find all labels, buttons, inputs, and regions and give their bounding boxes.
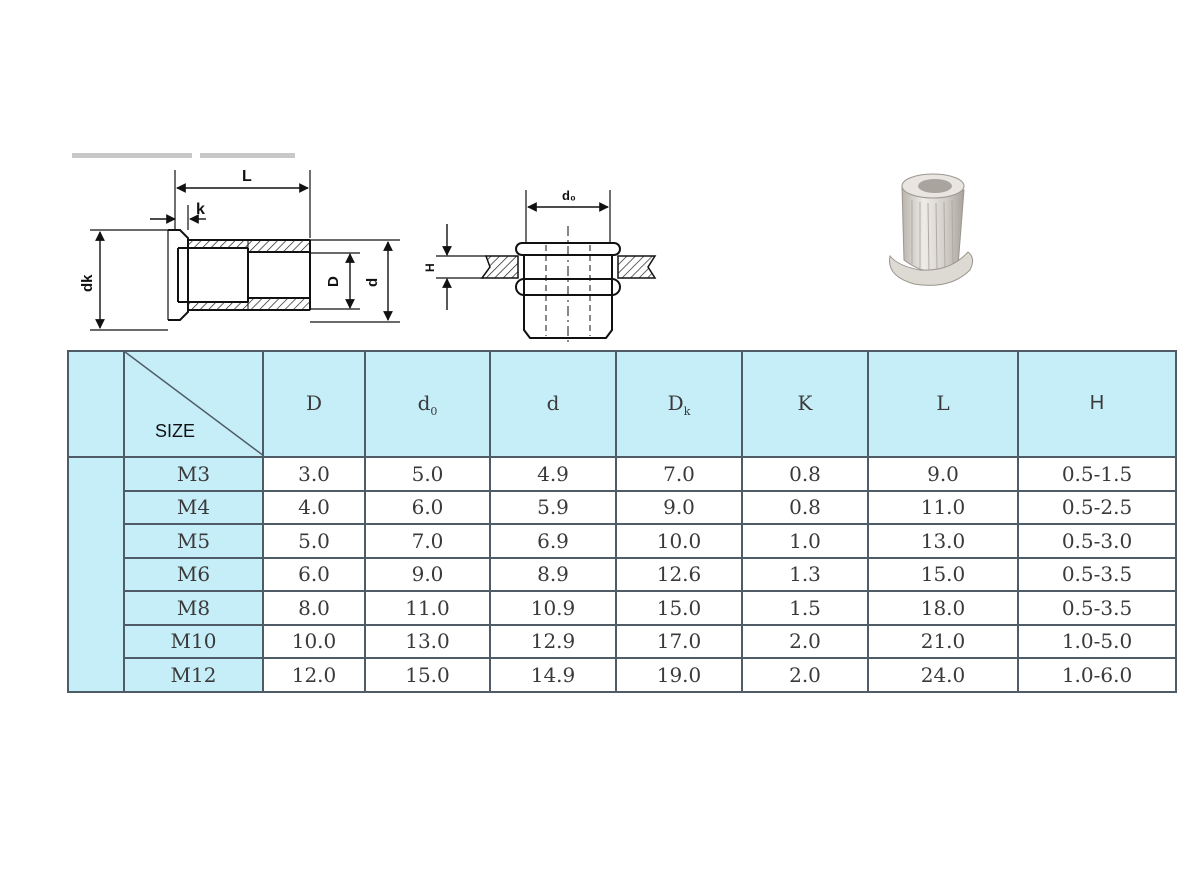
diagonal-line — [125, 352, 264, 456]
header-d: d — [489, 350, 617, 458]
value-cell: 0.8 — [741, 489, 869, 525]
technical-drawing: L k dk D d d₀ H — [72, 153, 974, 345]
value-cell: 0.8 — [741, 456, 869, 492]
value-cell: 6.9 — [489, 523, 617, 559]
value-cell: 1.0-6.0 — [1017, 657, 1177, 693]
value-cell: 11.0 — [364, 590, 491, 626]
value-cell: 1.0-5.0 — [1017, 623, 1177, 659]
size-label: SIZE — [155, 421, 196, 441]
size-cell: M10 — [123, 623, 264, 659]
header-L: L — [867, 350, 1019, 458]
value-cell: 17.0 — [615, 623, 743, 659]
size-cell: M3 — [123, 456, 264, 492]
value-cell: 15.0 — [867, 556, 1019, 592]
size-cell: M12 — [123, 657, 264, 693]
size-cell: M4 — [123, 489, 264, 525]
label-D: D — [325, 276, 342, 287]
value-cell: 0.5-3.5 — [1017, 556, 1177, 592]
size-cell: M6 — [123, 556, 264, 592]
value-cell: 0.5-1.5 — [1017, 456, 1177, 492]
header-d0: d0 — [364, 350, 491, 458]
value-cell: 1.5 — [741, 590, 869, 626]
value-cell: 9.0 — [364, 556, 491, 592]
value-cell: 1.3 — [741, 556, 869, 592]
value-cell: 12.9 — [489, 623, 617, 659]
label-k: k — [196, 201, 205, 218]
value-cell: 4.9 — [489, 456, 617, 492]
size-cell: M8 — [123, 590, 264, 626]
value-cell: 15.0 — [615, 590, 743, 626]
value-cell: 9.0 — [867, 456, 1019, 492]
header-Dk: Dk — [615, 350, 743, 458]
value-cell: 11.0 — [867, 489, 1019, 525]
size-corner-cell: SIZE — [123, 350, 264, 458]
value-cell: 12.6 — [615, 556, 743, 592]
label-d: d — [364, 278, 381, 287]
value-cell: 8.9 — [489, 556, 617, 592]
value-cell: 10.0 — [262, 623, 366, 659]
label-H: H — [423, 263, 437, 272]
value-cell: 18.0 — [867, 590, 1019, 626]
value-cell: 1.0 — [741, 523, 869, 559]
value-cell: 5.0 — [262, 523, 366, 559]
value-cell: 9.0 — [615, 489, 743, 525]
label-L: L — [242, 168, 252, 185]
value-cell: 8.0 — [262, 590, 366, 626]
rivet-nut-photo — [889, 173, 974, 286]
value-cell: 10.0 — [615, 523, 743, 559]
label-dk: dk — [79, 274, 96, 292]
blank-side-cell — [67, 456, 125, 693]
value-cell: 0.5-3.0 — [1017, 523, 1177, 559]
installed-view — [436, 190, 657, 345]
value-cell: 6.0 — [364, 489, 491, 525]
value-cell: 2.0 — [741, 623, 869, 659]
value-cell: 2.0 — [741, 657, 869, 693]
value-cell: 4.0 — [262, 489, 366, 525]
value-cell: 5.0 — [364, 456, 491, 492]
value-cell: 13.0 — [867, 523, 1019, 559]
header-K: K — [741, 350, 869, 458]
rivet-nut-section-view — [90, 170, 400, 331]
value-cell: 7.0 — [615, 456, 743, 492]
value-cell: 14.9 — [489, 657, 617, 693]
blank-header-cell — [67, 350, 125, 458]
value-cell: 12.0 — [262, 657, 366, 693]
value-cell: 3.0 — [262, 456, 366, 492]
value-cell: 6.0 — [262, 556, 366, 592]
value-cell: 21.0 — [867, 623, 1019, 659]
table-header-row: SIZE D d0 d Dk K L H — [67, 350, 1177, 458]
value-cell: 0.5-3.5 — [1017, 590, 1177, 626]
value-cell: 10.9 — [489, 590, 617, 626]
value-cell: 19.0 — [615, 657, 743, 693]
header-H: H — [1017, 350, 1177, 458]
value-cell: 0.5-2.5 — [1017, 489, 1177, 525]
label-d0: d₀ — [562, 188, 576, 203]
value-cell: 5.9 — [489, 489, 617, 525]
size-cell: M5 — [123, 523, 264, 559]
value-cell: 13.0 — [364, 623, 491, 659]
faded-caption — [72, 153, 295, 158]
value-cell: 7.0 — [364, 523, 491, 559]
value-cell: 24.0 — [867, 657, 1019, 693]
value-cell: 15.0 — [364, 657, 491, 693]
header-D: D — [262, 350, 366, 458]
